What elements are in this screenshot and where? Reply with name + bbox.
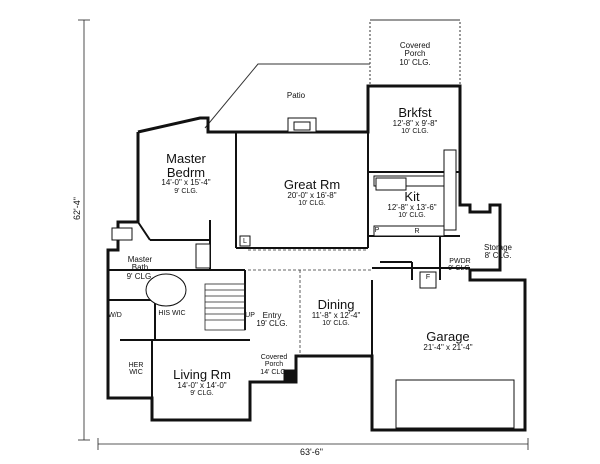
ref-label: R <box>414 228 420 235</box>
great-rm-name: Great Rm <box>283 177 341 192</box>
her-wic-label: HER WIC <box>128 362 144 377</box>
master-bedrm-name: Master Bedrm <box>166 151 206 180</box>
brkfst-label: Brkfst 12'-8" x 9'-8" 10' CLG. <box>393 106 438 135</box>
stair-up-label: UP <box>245 312 255 319</box>
pwdr-label: PWDR 9' CLG. <box>448 258 472 273</box>
entry-label: Entry 19' CLG. <box>256 311 288 329</box>
fridge-label: F <box>425 274 431 281</box>
dimension-lines <box>78 19 529 450</box>
kit-ceiling: 10' CLG. <box>398 212 426 220</box>
great-rm-label: Great Rm 20'-0" x 16'-8" 10' CLG. <box>284 178 340 207</box>
patio-outline <box>204 63 370 129</box>
dining-ceiling: 10' CLG. <box>322 320 350 328</box>
pwdr-ceiling: 9' CLG. <box>448 265 472 273</box>
master-bedrm-label: Master Bedrm 14'-0" x 15'-4" 9' CLG. <box>161 152 210 195</box>
overall-width-dimension: 63'-6" <box>300 447 323 457</box>
patio-label: Patio <box>286 91 306 100</box>
entry-name: Entry <box>262 311 282 320</box>
kit-size: 12'-8" x 13'-6" <box>387 202 437 212</box>
master-bath-label: Master Bath 9' CLG. <box>126 255 154 281</box>
entry-ceiling: 19' CLG. <box>256 319 288 329</box>
brkfst-size: 12'-8" x 9'-8" <box>392 118 438 128</box>
master-bath-name: Master Bath <box>127 255 153 273</box>
fixtures <box>111 117 515 429</box>
brkfst-ceiling: 10' CLG. <box>401 128 429 136</box>
master-bedrm-size: 14'-0" x 15'-4" <box>161 178 211 188</box>
front-porch-label: Covered Porch 14' CLG. <box>260 354 287 376</box>
dining-label: Dining 11'-8" x 12'-4" 10' CLG. <box>312 298 361 327</box>
storage-ceiling: 8' CLG. <box>484 251 512 261</box>
master-bath-ceiling: 9' CLG. <box>126 271 154 281</box>
exterior-walls <box>106 84 527 432</box>
storage-name: Storage <box>483 243 513 252</box>
linen-label: L <box>243 238 247 245</box>
wd-label: W/D <box>108 312 122 319</box>
garage-label: Garage 21'-4" x 21'-4" <box>423 330 472 352</box>
garage-name: Garage <box>426 329 470 344</box>
kit-label: Kit 12'-8" x 13'-6" 10' CLG. <box>387 190 436 219</box>
stair <box>204 283 246 331</box>
garage-size: 21'-4" x 21'-4" <box>423 342 473 352</box>
great-rm-ceiling: 10' CLG. <box>298 200 326 208</box>
his-wic-label: HIS WIC <box>158 310 186 317</box>
dining-name: Dining <box>317 297 355 312</box>
living-rm-name: Living Rm <box>173 367 231 382</box>
front-porch-name: Covered Porch <box>260 354 288 369</box>
pantry-label: P <box>374 227 380 234</box>
rear-porch-ceiling: 10' CLG. <box>399 57 431 67</box>
great-rm-size: 20'-0" x 16'-8" <box>287 190 337 200</box>
front-porch-ceiling: 14' CLG. <box>260 368 288 376</box>
overall-depth-dimension: 62'-4" <box>72 197 82 220</box>
storage-label: Storage 8' CLG. <box>483 243 513 261</box>
brkfst-name: Brkfst <box>398 105 432 120</box>
dining-size: 11'-8" x 12'-4" <box>311 310 361 320</box>
master-bedrm-ceiling: 9' CLG. <box>174 187 198 195</box>
pwdr-name: PWDR <box>449 258 471 265</box>
living-rm-label: Living Rm 14'-0" x 14'-0" 9' CLG. <box>173 368 231 397</box>
rear-porch-name: Covered Porch <box>399 41 431 59</box>
rear-porch-label: Covered Porch 10' CLG. <box>399 41 431 67</box>
dashed-boundaries <box>248 249 372 356</box>
kit-name: Kit <box>404 189 420 204</box>
living-rm-ceiling: 9' CLG. <box>190 390 214 398</box>
living-rm-size: 14'-0" x 14'-0" <box>177 380 227 390</box>
